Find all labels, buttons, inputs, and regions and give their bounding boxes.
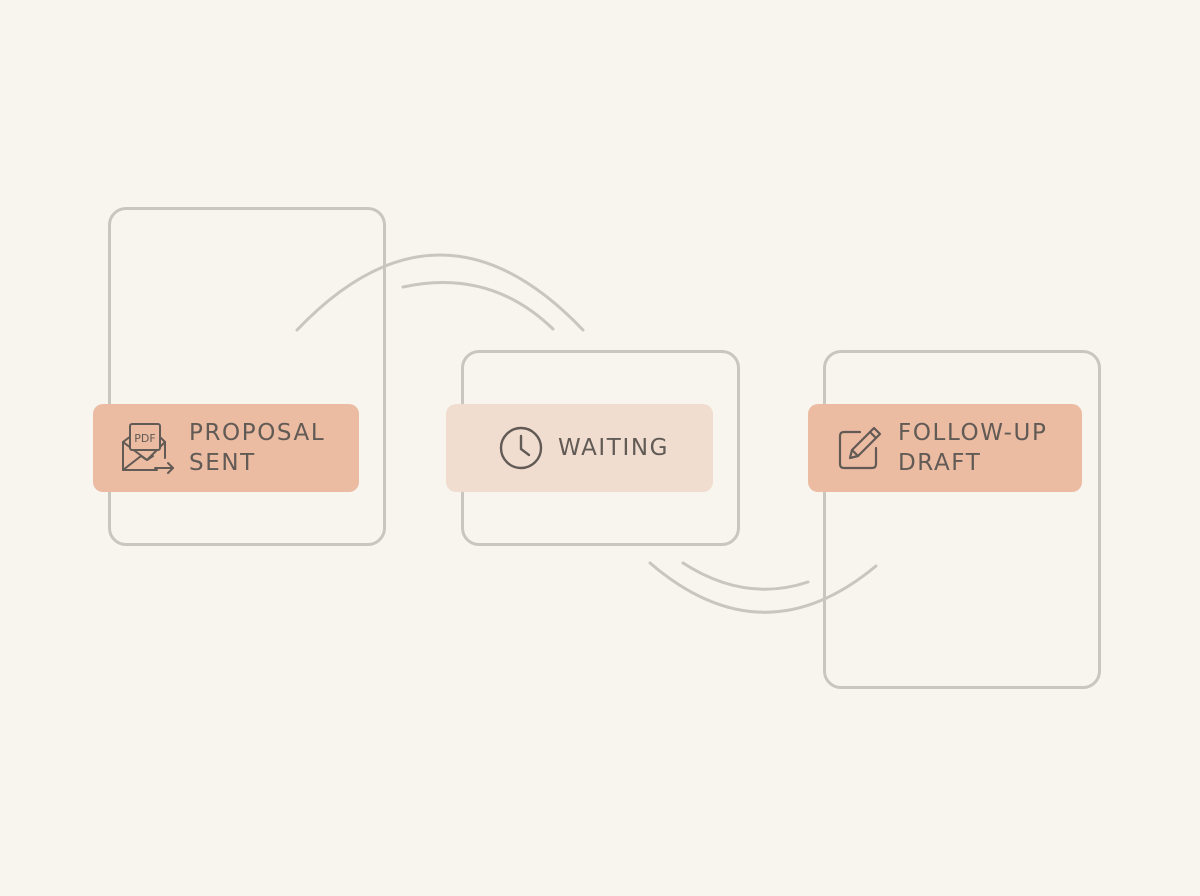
connector-arc-top-inner	[401, 281, 555, 331]
pdf-label: PDF	[134, 432, 155, 445]
step-label-line: WAITING	[558, 435, 670, 461]
step-label-proposal-sent: PROPOSAL SENT	[189, 418, 325, 478]
connector-arc-bottom-inner	[681, 561, 810, 591]
step-label-follow-up-draft: FOLLOW-UP DRAFT	[898, 418, 1047, 478]
step-label-line: DRAFT	[898, 450, 982, 476]
pdf-envelope-send-icon: PDF	[119, 418, 175, 478]
step-card-waiting: WAITING	[446, 404, 713, 492]
step-label-line: FOLLOW-UP	[898, 420, 1048, 446]
step-label-line: PROPOSAL	[189, 420, 326, 446]
step-label-line: SENT	[189, 450, 256, 476]
clock-icon	[498, 425, 544, 471]
step-card-follow-up-draft: FOLLOW-UP DRAFT	[808, 404, 1082, 492]
step-card-proposal-sent: PDF PROPOSAL SENT	[93, 404, 359, 492]
step-frame-proposal	[108, 207, 386, 546]
step-frame-followup	[823, 350, 1101, 689]
edit-pencil-icon	[836, 424, 884, 472]
step-label-waiting: WAITING	[558, 433, 669, 463]
